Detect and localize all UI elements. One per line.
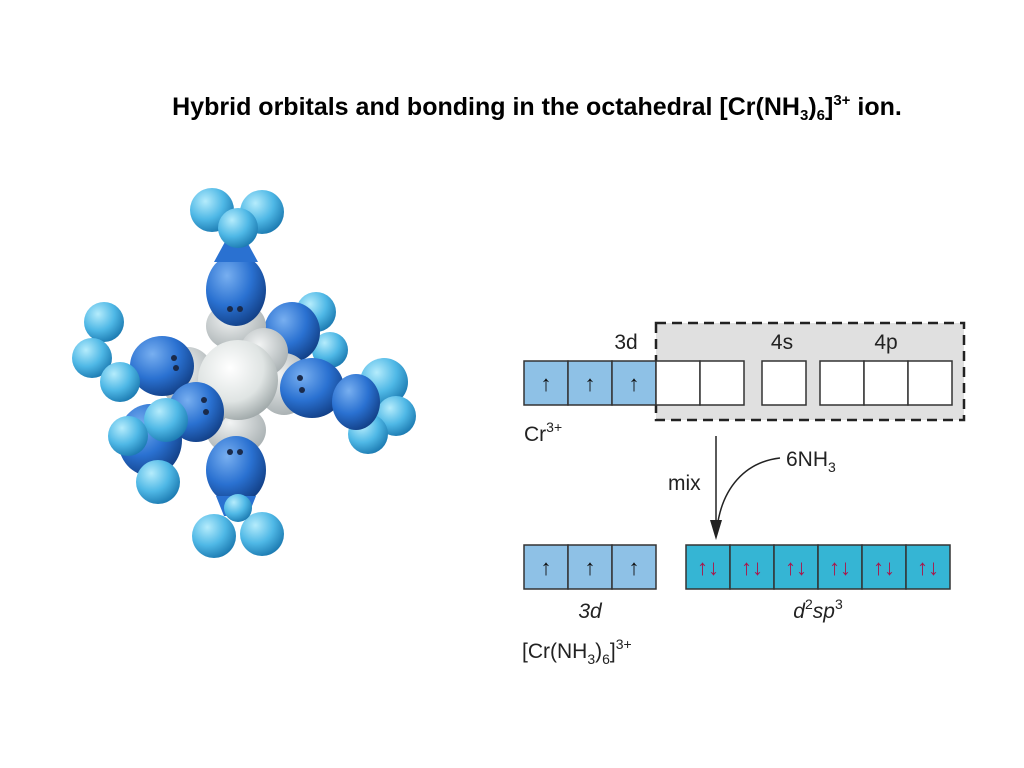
complex-3d-boxes: [523, 544, 657, 590]
title-tail: ion.: [850, 93, 902, 121]
complex-label: [Cr(NH3)6]3+: [522, 636, 632, 667]
ligand-left: [72, 302, 194, 402]
ligand-right: [280, 358, 416, 454]
mix-arrow-head: [710, 520, 722, 540]
cr-4p-boxes: [819, 360, 953, 406]
mix-label: mix: [668, 472, 701, 495]
cr-electron-3: ↑: [629, 371, 640, 396]
hybrid-pair-2: ↑↓: [741, 555, 763, 580]
ligand-arrow-curve: [716, 457, 781, 529]
cr-4s-box: [761, 360, 807, 406]
title-charge: 3+: [833, 92, 851, 109]
ligand-label: 6NH3: [786, 448, 836, 475]
title-mid: ): [808, 93, 817, 121]
complex-electron-1: ↑: [541, 555, 552, 580]
complex-electron-3: ↑: [629, 555, 640, 580]
label-4p: 4p: [874, 331, 897, 354]
cr-electron-1: ↑: [541, 371, 552, 396]
label-3d: 3d: [614, 331, 637, 354]
cr-3d-boxes: [523, 360, 745, 406]
cr-electron-2: ↑: [585, 371, 596, 396]
hybrid-pair-1: ↑↓: [697, 555, 719, 580]
hybrid-pair-6: ↑↓: [917, 555, 939, 580]
ligand-bottom: [192, 436, 284, 558]
lower-label-3d: 3d: [578, 600, 603, 623]
ligand-front: [108, 382, 224, 504]
label-4s: 4s: [771, 331, 793, 354]
page-title: Hybrid orbitals and bonding in the octah…: [0, 92, 1024, 124]
hybrid-label: d2sp3: [793, 596, 843, 623]
hybrid-pair-4: ↑↓: [829, 555, 851, 580]
title-close: ]: [824, 93, 834, 121]
hybrid-boxes: [685, 544, 951, 590]
ion-label-cr: Cr3+: [524, 419, 562, 446]
title-lead: Hybrid orbitals and bonding in the octah…: [172, 93, 800, 121]
title-sub-1: 3: [799, 107, 809, 124]
title-sub-2: 6: [816, 107, 825, 124]
hybrid-pair-5: ↑↓: [873, 555, 895, 580]
hybrid-pair-3: ↑↓: [785, 555, 807, 580]
complex-electron-2: ↑: [585, 555, 596, 580]
ligand-top: [190, 188, 284, 326]
